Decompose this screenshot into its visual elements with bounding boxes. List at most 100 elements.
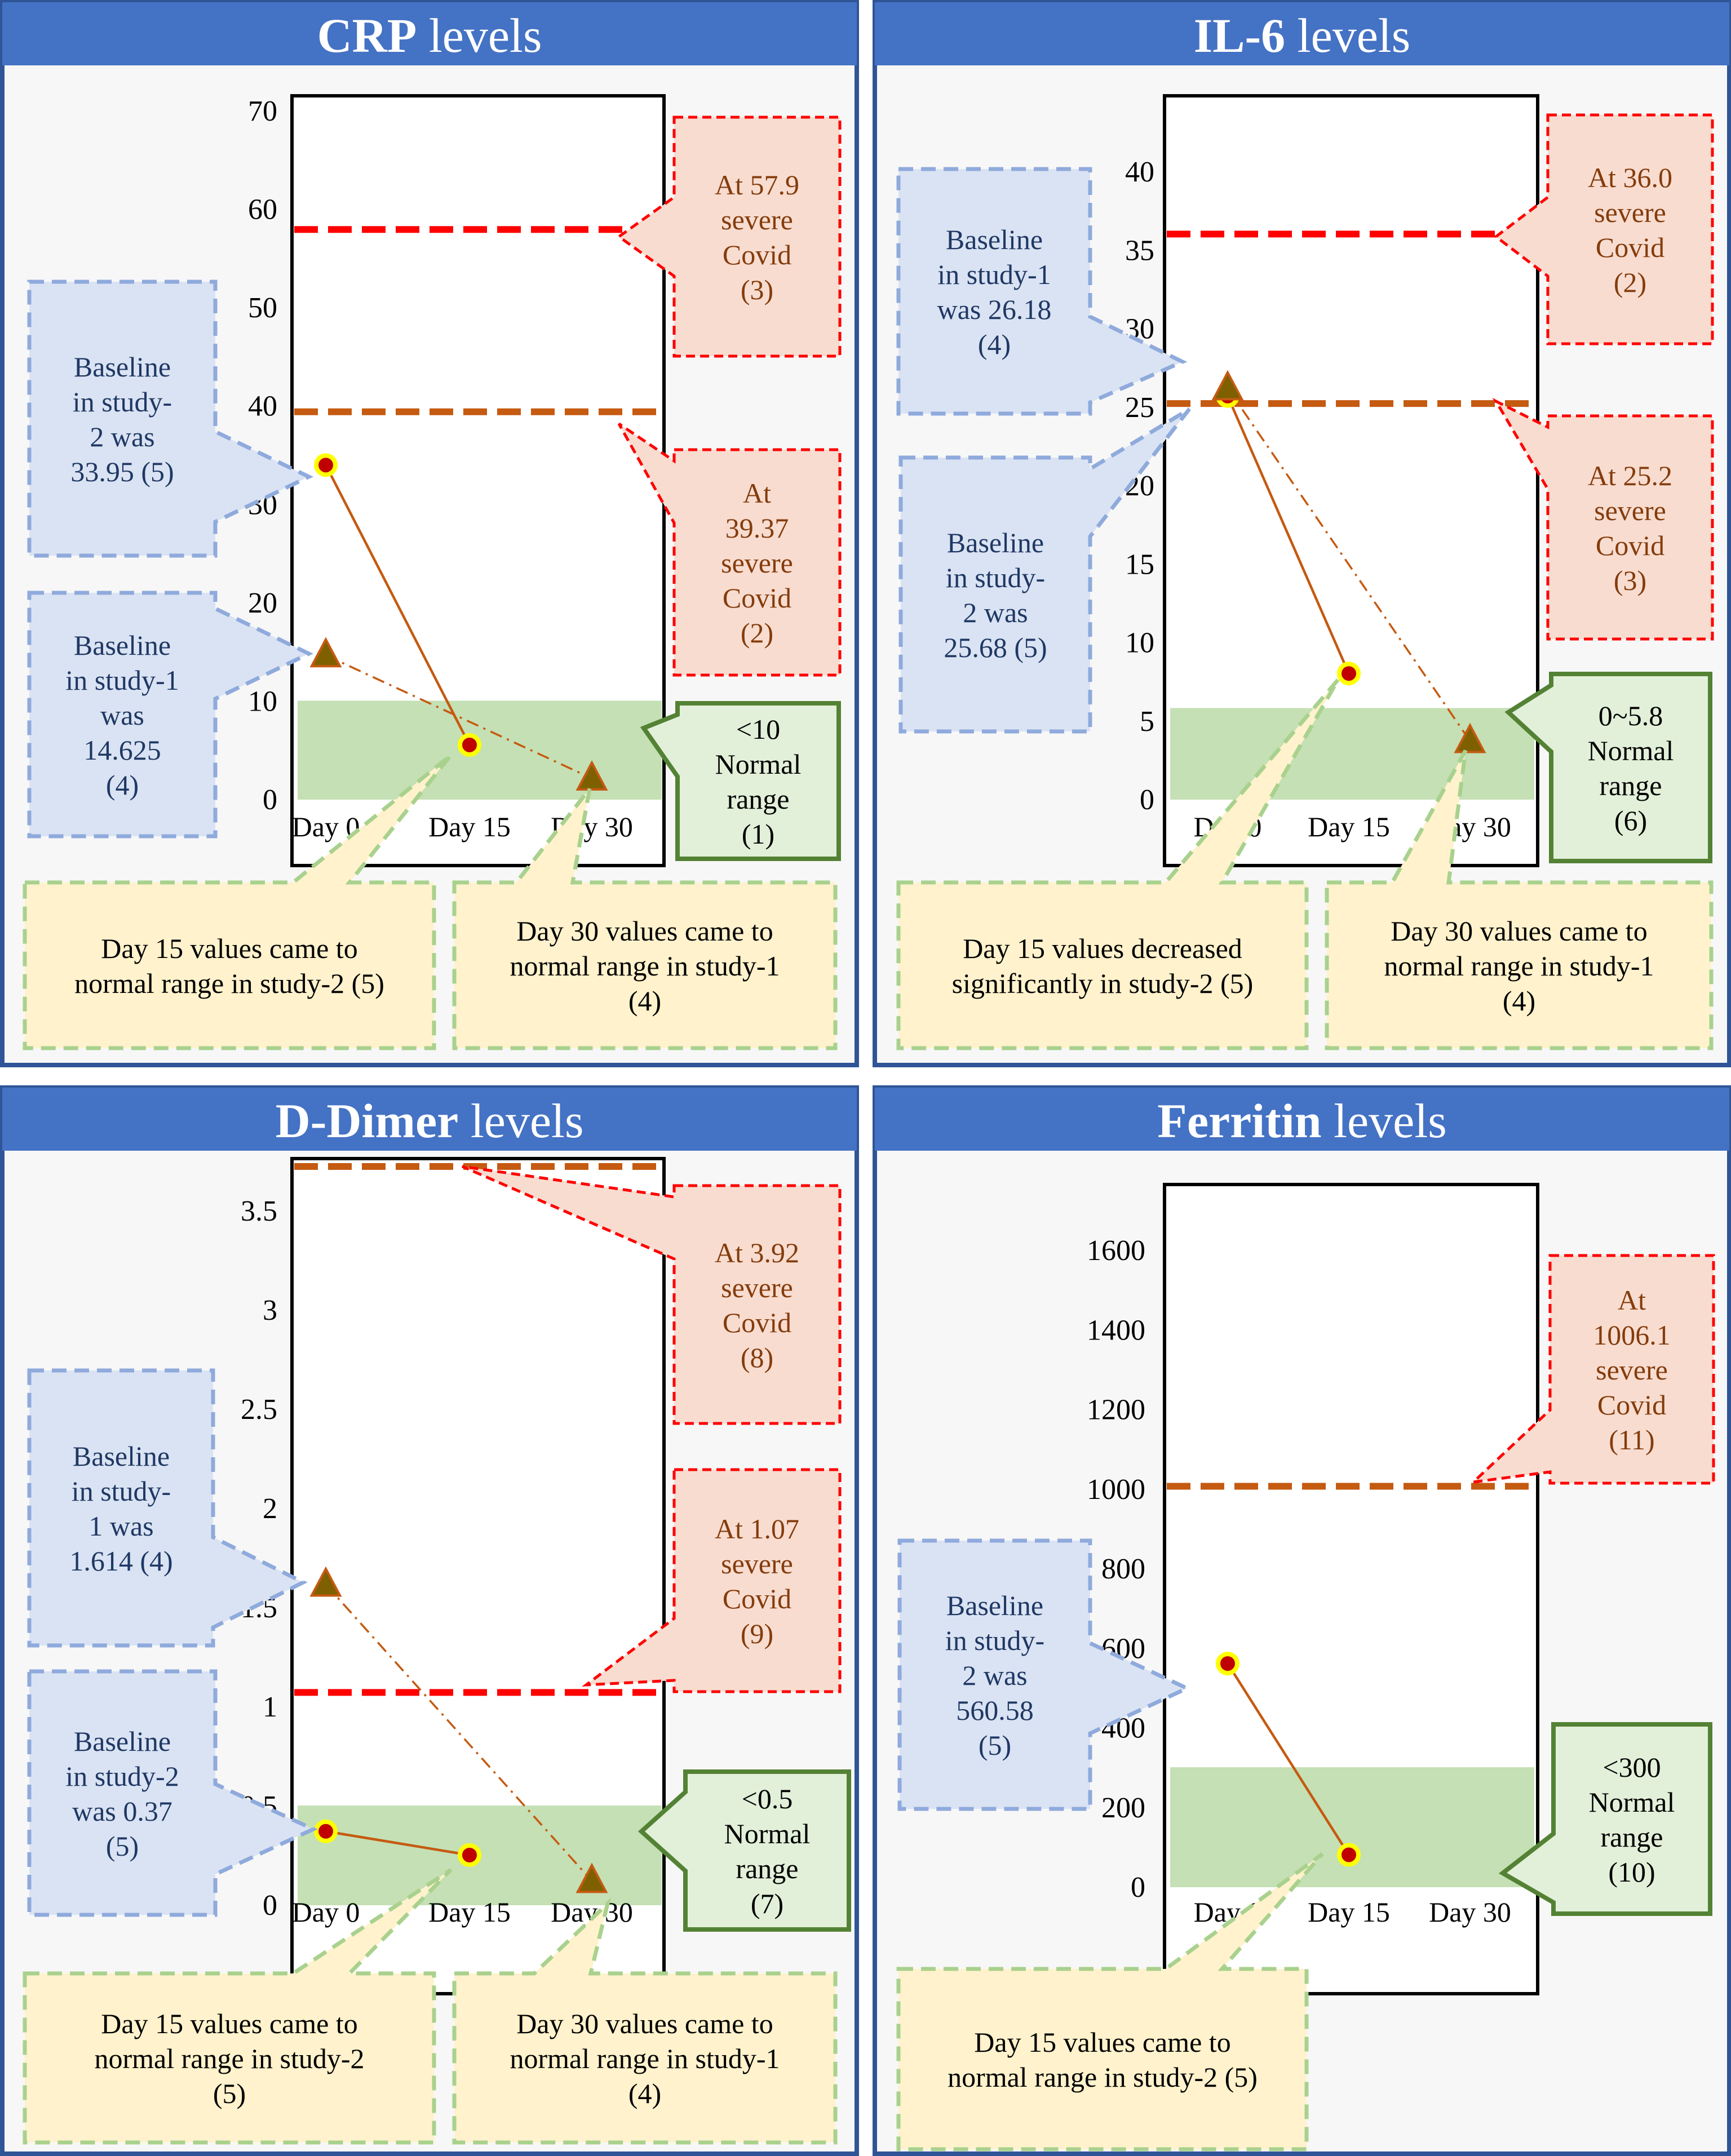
crp-callout-text: severe — [721, 204, 793, 236]
ferritin-callout-text: 2 was — [962, 1660, 1027, 1691]
il6-callout-text: At 36.0 — [1588, 162, 1672, 193]
ferritin-series-1-point — [1216, 1652, 1239, 1676]
crp-series-2-point — [309, 637, 342, 668]
ferritin-callout-shape — [1469, 1254, 1715, 1485]
ddimer-callout-text: Day 15 values came to — [101, 2008, 357, 2039]
crp-x-tick-label: Day 15 — [428, 811, 511, 842]
il6-callout-text: 2 was — [963, 597, 1028, 628]
il6-callout-text: Day 30 values came to — [1391, 915, 1647, 947]
ferritin-callout-shape — [897, 1538, 1192, 1811]
crp-callout-text: normal range in study-2 (5) — [74, 968, 384, 999]
il6-series-2-line — [1227, 387, 1471, 742]
crp-callout-shape — [616, 116, 842, 358]
ddimer-callout-text: was 0.37 — [72, 1795, 172, 1827]
ferritin-callout-text: (10) — [1608, 1856, 1655, 1888]
crp-callout-text: <10 — [736, 713, 780, 745]
il6-callout-text: Normal — [1588, 735, 1674, 766]
crp-callout-text: (4) — [628, 985, 661, 1017]
crp-callout-text: 33.95 (5) — [70, 456, 174, 487]
ddimer-callout-text: (4) — [628, 2078, 661, 2109]
ddimer-callout-text: severe — [721, 1548, 793, 1580]
ddimer-title-bold: D-Dimer — [276, 1094, 459, 1148]
ddimer-callout-text: Normal — [724, 1818, 811, 1849]
ddimer-callout-text: (7) — [751, 1888, 783, 1919]
crp-panel-header — [2, 2, 857, 65]
il6-callout-text: 0~5.8 — [1599, 700, 1663, 731]
il6-callout-shape — [898, 407, 1191, 734]
crp-y-tick-label: 50 — [248, 292, 277, 324]
ddimer-callout-shape — [27, 1368, 308, 1648]
il6-callout-text: Baseline — [947, 527, 1044, 558]
crp-callout-text: At 57.9 — [715, 169, 799, 201]
il6-callout-text: (3) — [1614, 565, 1646, 596]
crp-callout-text: Baseline — [74, 629, 171, 661]
ddimer-callout-text: Baseline — [74, 1725, 171, 1757]
ferritin-title-bold: Ferritin — [1157, 1094, 1321, 1148]
ferritin-y-tick-label: 1600 — [1087, 1235, 1145, 1267]
ddimer-callout-text: in study-2 — [65, 1760, 179, 1792]
crp-callout-text: (3) — [741, 274, 773, 305]
il6-callout-text: (4) — [978, 329, 1011, 360]
ferritin-callout-text: Day 15 values came to — [974, 2026, 1230, 2058]
il6-callout-text: (2) — [1614, 267, 1646, 298]
ddimer-callout-text: (9) — [741, 1618, 773, 1649]
ddimer-y-tick-label: 0 — [263, 1889, 277, 1922]
il6-y-tick-label: 15 — [1125, 548, 1154, 580]
ferritin-y-tick-label: 1400 — [1087, 1314, 1145, 1346]
il6-callout-text: was 26.18 — [937, 294, 1052, 325]
il6-series-1-line — [1226, 395, 1351, 675]
crp-y-tick-label: 40 — [248, 391, 277, 423]
ddimer-y-tick-label: 3.5 — [241, 1195, 277, 1227]
crp-callout-text: Day 30 values came to — [516, 915, 773, 947]
il6-callout-text: Covid — [1596, 232, 1664, 263]
il6-callout-shape — [1493, 113, 1714, 345]
crp-callout-text: Covid — [723, 582, 791, 614]
ddimer-panel-title: D-Dimer levels — [276, 1094, 584, 1148]
ddimer-x-tick-label: Day 15 — [428, 1896, 511, 1928]
ddimer-callout-text: severe — [721, 1272, 793, 1303]
crp-series-2-line — [325, 654, 592, 779]
il6-x-tick-label: Day 15 — [1308, 811, 1390, 842]
ddimer-series-2-point — [309, 1566, 342, 1597]
ddimer-callout-shape — [27, 1669, 318, 1917]
il6-title-bold: IL-6 — [1194, 8, 1285, 63]
il6-callout-text: normal range in study-1 — [1384, 950, 1654, 982]
ddimer-y-tick-label: 2.5 — [241, 1394, 277, 1426]
ferritin-panel: Ferritin levels0200400600800100012001400… — [873, 1085, 1731, 2156]
crp-callout-shape — [23, 753, 453, 1050]
ferritin-callout-text: At — [1618, 1284, 1646, 1316]
il6-series-2-point — [1454, 722, 1486, 753]
crp-y-tick-label: 0 — [263, 784, 277, 816]
crp-callout-text: 14.625 — [83, 734, 161, 766]
ddimer-callout-text: (5) — [213, 2078, 246, 2109]
ddimer-series-2-point — [575, 1862, 608, 1893]
ddimer-series-1-line — [325, 1830, 470, 1857]
il6-callout-text: 25.68 (5) — [944, 632, 1047, 663]
il6-callout-text: (4) — [1503, 985, 1535, 1017]
il6-y-tick-label: 5 — [1140, 706, 1154, 738]
il6-y-tick-label: 40 — [1125, 156, 1154, 188]
ddimer-callout-text: 1.614 (4) — [69, 1545, 172, 1577]
ddimer-callout-shape — [582, 1468, 842, 1693]
ddimer-callout-shape — [452, 1897, 838, 2145]
ddimer-callout-text: in study- — [72, 1475, 171, 1507]
il6-callout-text: (6) — [1614, 805, 1647, 836]
ddimer-series-1-point — [458, 1843, 481, 1867]
crp-callout-text: severe — [721, 547, 793, 579]
ferritin-y-tick-label: 800 — [1101, 1553, 1145, 1585]
ferritin-callout-text: range — [1600, 1821, 1663, 1853]
ddimer-callout-text: Covid — [723, 1583, 791, 1614]
ferritin-x-tick-label: Day 30 — [1429, 1896, 1511, 1928]
ddimer-x-tick-label: Day 0 — [292, 1896, 360, 1928]
